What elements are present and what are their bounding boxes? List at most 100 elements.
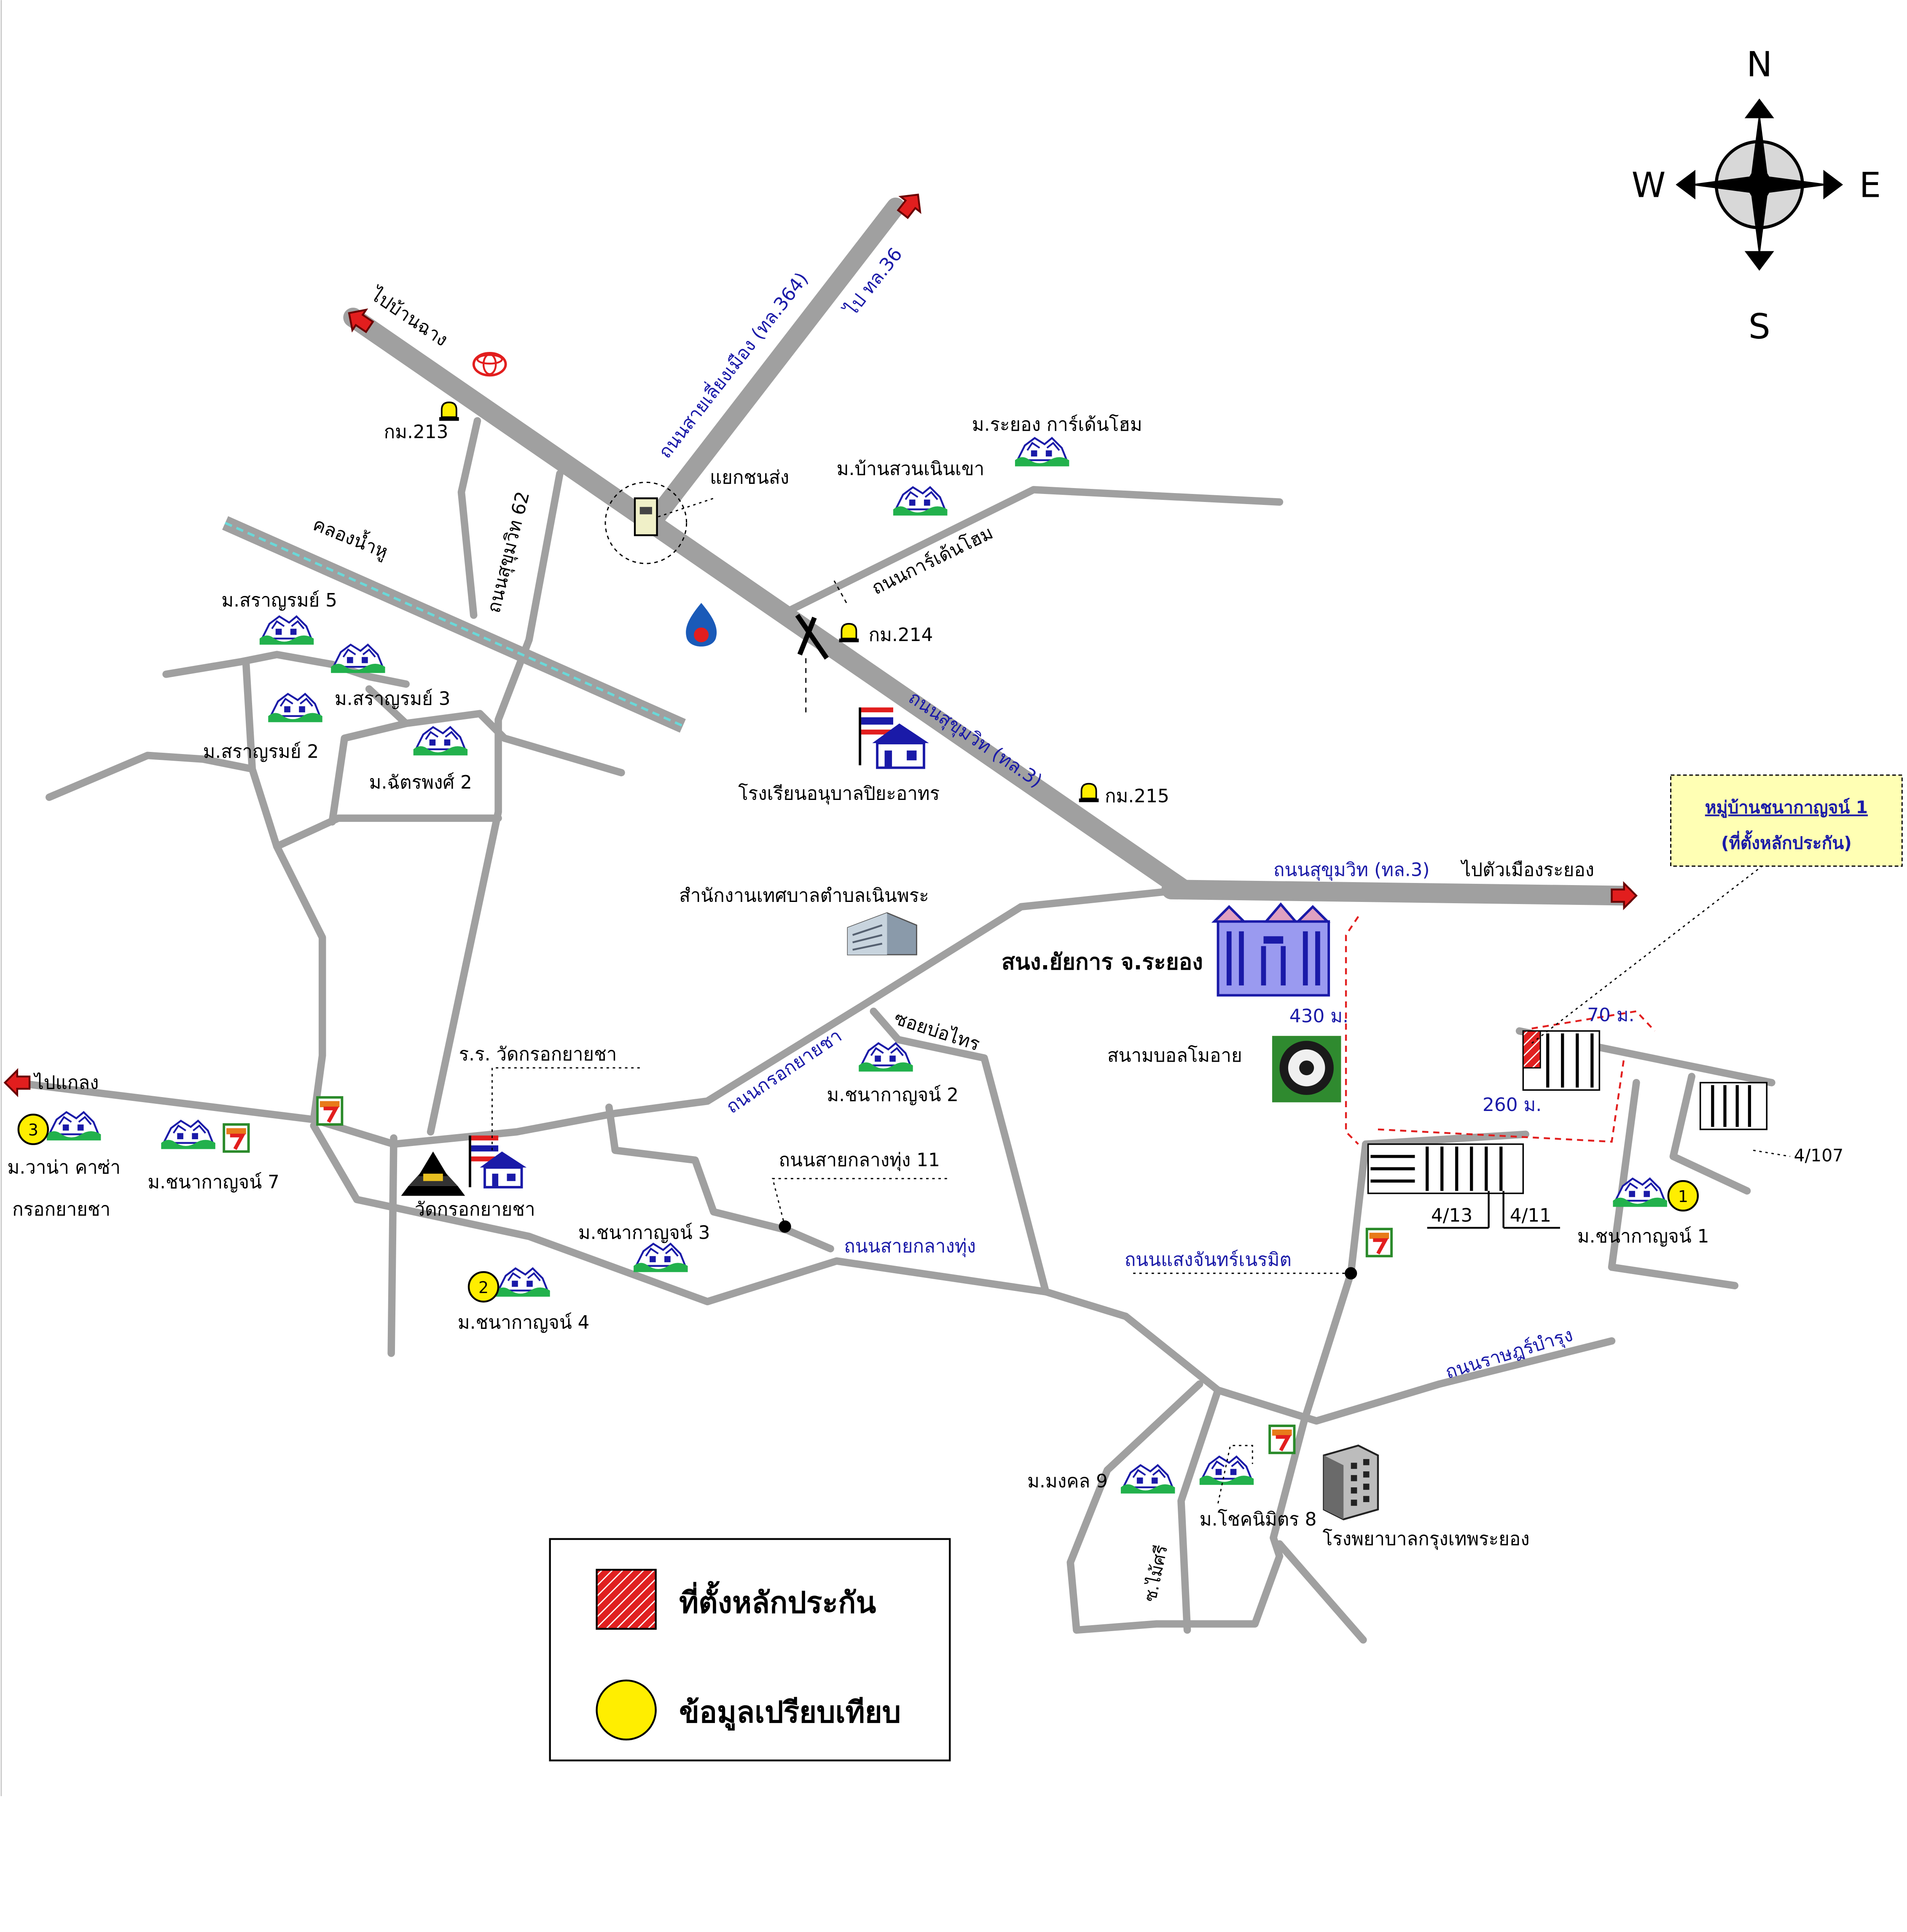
toyota-logo-icon bbox=[472, 352, 507, 377]
road-krok-yai-cha bbox=[11, 887, 1179, 1148]
distance-70-label: 70 ม. bbox=[1587, 1004, 1634, 1026]
compass-s-label: S bbox=[1749, 307, 1770, 347]
legend-comparison-swatch-icon bbox=[596, 1680, 657, 1741]
village-house-icon bbox=[893, 487, 947, 515]
village-label-chanakan-4: ม.ชนากาญจน์ 4 bbox=[458, 1312, 590, 1333]
village-label-wana-casa: ม.วาน่า คาซ่า bbox=[8, 1157, 121, 1178]
seven-eleven-icon bbox=[1270, 1426, 1294, 1453]
compass-n-label: N bbox=[1746, 45, 1772, 85]
distance-line-70 bbox=[1531, 1010, 1656, 1032]
prosecutor-office-label: สนง.ยัยการ จ.ระยอง bbox=[1002, 949, 1203, 975]
compass-north-arrow-icon bbox=[1751, 110, 1768, 185]
village-label-mongkhon-9: ม.มงคล 9 bbox=[1027, 1470, 1108, 1492]
compass: N S E W bbox=[1632, 45, 1881, 347]
km213-marker-icon bbox=[438, 401, 460, 422]
village-house-icon bbox=[47, 1112, 101, 1140]
road-km213-branch bbox=[457, 417, 481, 619]
seven-eleven-icon bbox=[1367, 1229, 1391, 1256]
plot-4-11-label: 4/11 bbox=[1510, 1205, 1551, 1226]
village-label-saranrom-3: ม.สราญรมย์ 3 bbox=[335, 688, 451, 710]
road-label-sukhumvit-diagonal: ถนนสุขุมวิท (ทล.3) bbox=[904, 687, 1046, 792]
road-label-sukhumvit-east: ถนนสุขุมวิท (ทล.3) bbox=[1273, 859, 1430, 881]
municipal-office-label: สำนักงานเทศบาลตำบลเนินพระ bbox=[679, 885, 929, 907]
football-field-icon bbox=[1272, 1036, 1341, 1103]
compass-w-label: W bbox=[1632, 165, 1666, 205]
plot-4-13-label: 4/13 bbox=[1431, 1205, 1472, 1226]
comparison-marker-1: 1 bbox=[1667, 1180, 1699, 1212]
road-wat-south bbox=[387, 1134, 398, 1357]
road-plot-access bbox=[1362, 1130, 1529, 1148]
road-saranrom-link bbox=[273, 814, 502, 851]
distance-line-260 bbox=[1378, 1058, 1625, 1143]
hospital-icon bbox=[1323, 1444, 1379, 1521]
village-label-chanakan-3: ม.ชนากาญจน์ 3 bbox=[578, 1222, 710, 1243]
village-house-icon bbox=[859, 1043, 913, 1071]
village-house-icon bbox=[414, 727, 467, 755]
road-chanakan1-east bbox=[1669, 1073, 1751, 1195]
municipal-office-icon bbox=[847, 912, 917, 955]
junction-label: แยกชนส่ง bbox=[710, 467, 789, 488]
km215-marker-icon bbox=[1078, 783, 1100, 803]
road-saranrom-north bbox=[162, 651, 410, 688]
road-label-saeng-chan-nimit: ถนนแสงจันทร์เนรมิต bbox=[1125, 1249, 1292, 1271]
to-rayong-city-label: ไปตัวเมืองระยอง bbox=[1460, 859, 1594, 880]
seven-eleven-icon bbox=[224, 1124, 248, 1151]
road-saranrom-west bbox=[45, 751, 256, 801]
village-house-icon bbox=[161, 1121, 215, 1149]
village-house-icon bbox=[268, 694, 322, 722]
comparison-marker-2: 2 bbox=[467, 1271, 500, 1303]
distance-lines bbox=[1345, 916, 1656, 1145]
road-sukhumvit-east bbox=[1161, 880, 1634, 906]
canal-label: คลองน้ำหู bbox=[310, 511, 392, 564]
village-label-rayong-garden-home: ม.ระยอง การ์เด้นโฮม bbox=[972, 414, 1142, 435]
km215-label: กม.215 bbox=[1105, 785, 1169, 807]
distance-line-430 bbox=[1345, 916, 1359, 1145]
legend-comparison-label: ข้อมูลเปรียบเทียบ bbox=[679, 1695, 901, 1731]
road-garden-home bbox=[784, 486, 1284, 615]
road-soi-bo-thong bbox=[870, 1007, 1050, 1296]
village-label-chanakan-1: ม.ชนากาญจน์ 1 bbox=[1577, 1226, 1709, 1247]
km214-label: กม.214 bbox=[869, 624, 933, 646]
village-label-saranrom-5: ม.สราญรมย์ 5 bbox=[221, 590, 337, 611]
legend-collateral-label: ที่ตั้งหลักประกัน bbox=[679, 1581, 876, 1620]
prosecutor-office-icon bbox=[1211, 902, 1331, 997]
arrow-to-klaeng-icon bbox=[5, 1071, 30, 1095]
village-house-icon bbox=[1121, 1465, 1175, 1493]
compass-e-label: E bbox=[1859, 165, 1881, 205]
village-label-chatchaphong-2: ม.ฉัตรพงศ์ 2 bbox=[369, 772, 472, 793]
km213-label: กม.213 bbox=[384, 421, 449, 443]
school-anuban-label: โรงเรียนอนุบาลปิยะอาทร bbox=[738, 783, 940, 805]
school-flag-icon bbox=[859, 707, 929, 769]
distance-260-label: 260 ม. bbox=[1483, 1094, 1542, 1116]
marker-label: 3 bbox=[28, 1121, 38, 1139]
comparison-marker-3: 3 bbox=[17, 1114, 49, 1145]
village-house-icon bbox=[331, 645, 385, 673]
road-sukhumvit-diagonal bbox=[343, 307, 1194, 899]
village-house-icon bbox=[1015, 438, 1069, 466]
road-chatchaphong-loop bbox=[328, 719, 410, 826]
km214-marker-icon bbox=[838, 623, 860, 643]
wat-label: วัดกรอกยายชา bbox=[415, 1199, 535, 1220]
village-label-chok-nimit-8: ม.โชคนิมิตร 8 bbox=[1200, 1508, 1317, 1530]
ptt-gas-station-icon bbox=[686, 603, 717, 647]
road-label-sukhumvit-62: ถนนสุขุมวิท 62 bbox=[483, 489, 534, 615]
callout-title: หมู่บ้านชนากาญจน์ 1 bbox=[1705, 797, 1868, 818]
canal bbox=[222, 516, 686, 733]
road-klang-thung-11 bbox=[605, 1103, 834, 1253]
intersection-mark-icon bbox=[795, 580, 847, 714]
collateral-plot-marker bbox=[1522, 1030, 1541, 1069]
wat-school-label: ร.ร. วัดกรอกยายชา bbox=[459, 1044, 617, 1065]
marker-label: 2 bbox=[478, 1278, 489, 1297]
road-mongkhon-loop bbox=[1066, 1380, 1284, 1634]
junction-signal bbox=[604, 481, 714, 564]
road-label-soi-mai-sri: ซ.ไม้ศรี bbox=[1140, 1543, 1171, 1604]
village-label-chanakan-2: ม.ชนากาญจน์ 2 bbox=[827, 1084, 959, 1106]
road-saeng-chan-nimit bbox=[1270, 1140, 1370, 1560]
road-network bbox=[11, 197, 1775, 1644]
road-sai-lieng-mueang bbox=[645, 197, 905, 529]
village-label-wana-casa-location: กรอกยายชา bbox=[12, 1199, 110, 1220]
marker-label: 1 bbox=[1678, 1187, 1688, 1206]
village-house-icon bbox=[260, 617, 314, 645]
football-field-label: สนามบอลโมอาย bbox=[1107, 1045, 1242, 1066]
